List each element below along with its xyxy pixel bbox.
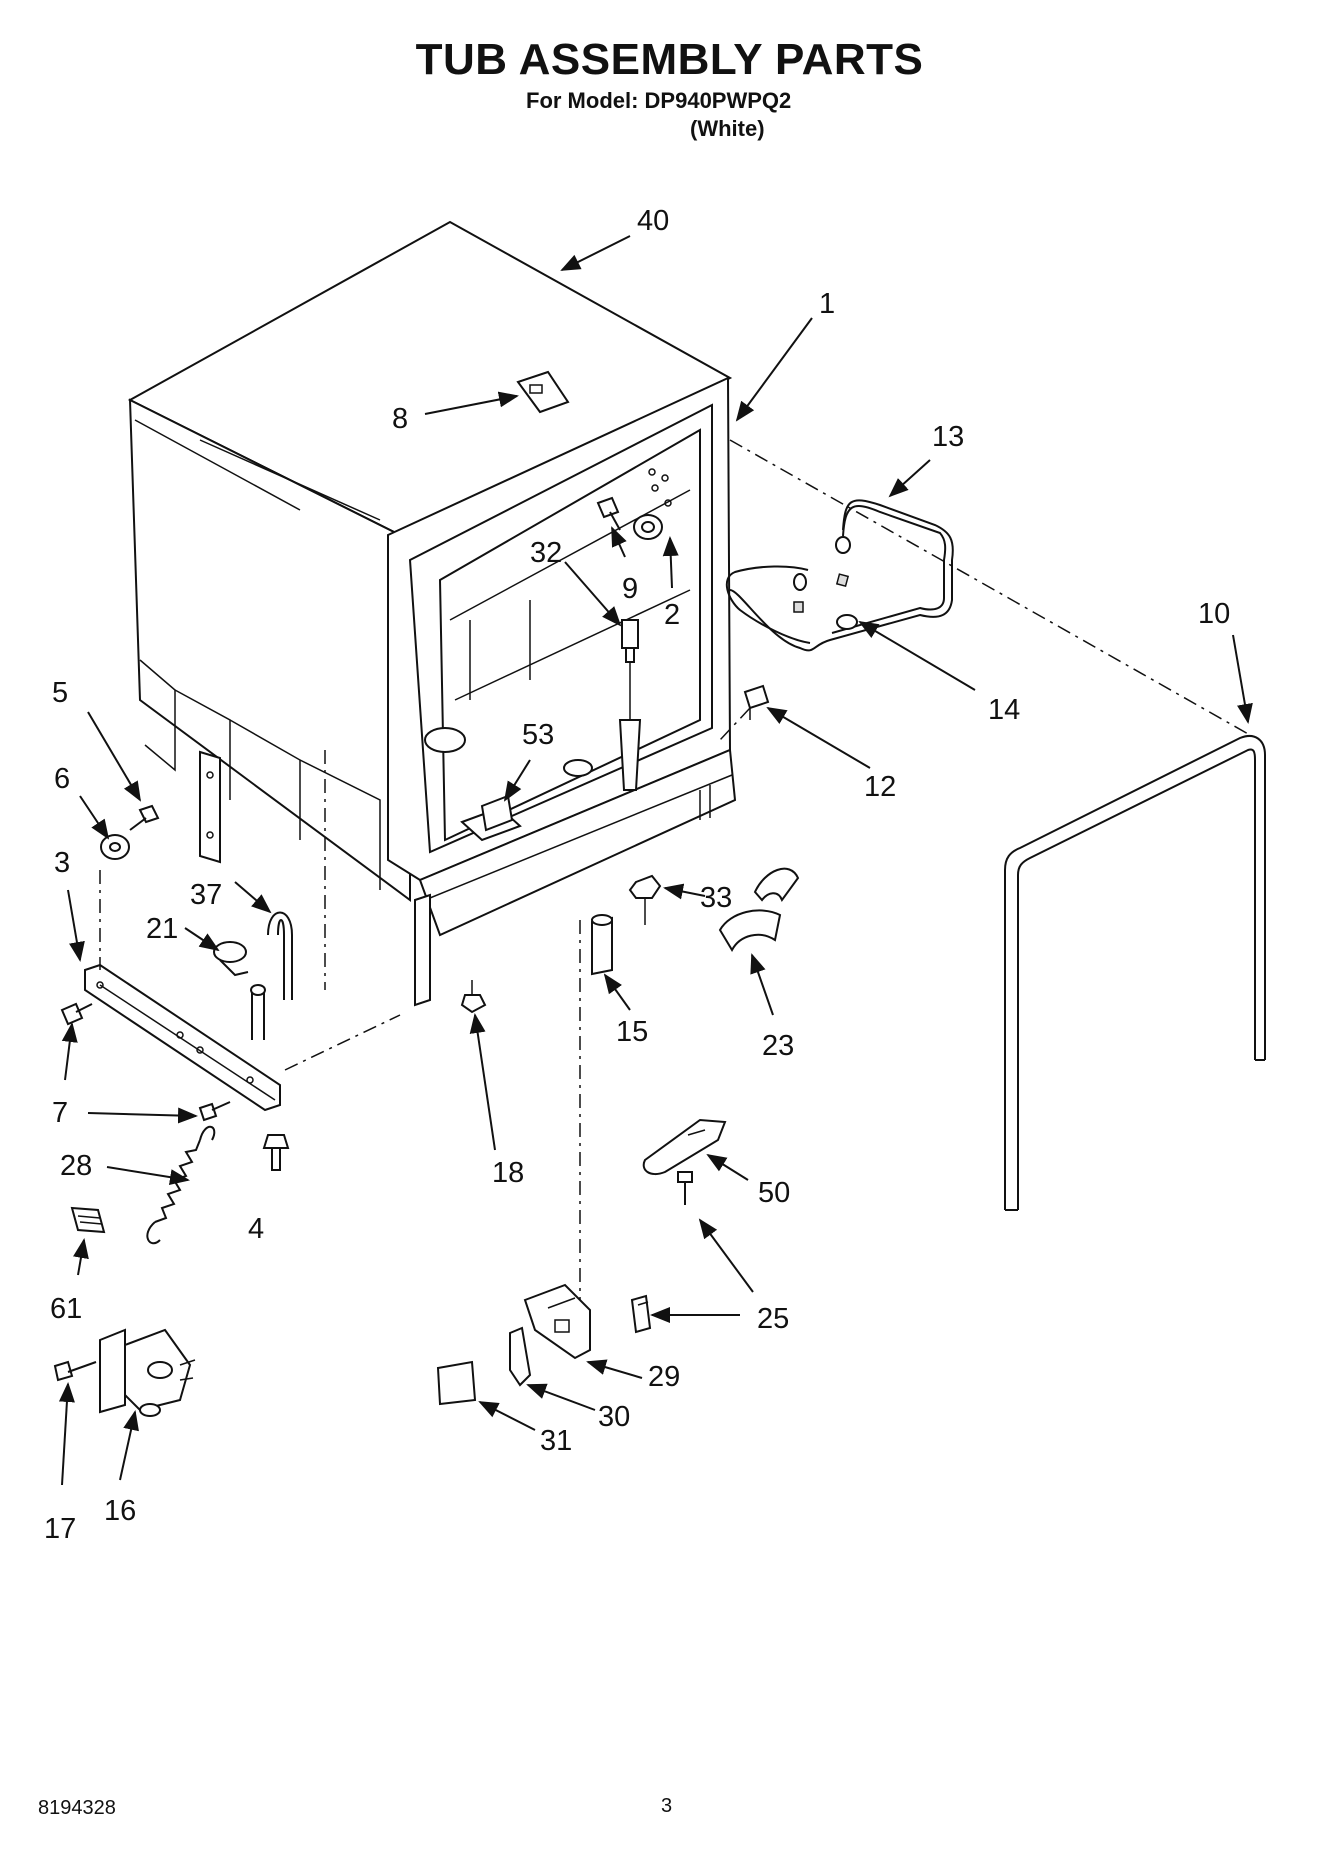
callout-30: 30 <box>598 1401 630 1433</box>
valve-part-16 <box>99 1328 196 1417</box>
page-title: TUB ASSEMBLY PARTS <box>415 35 924 84</box>
callout-32: 32 <box>530 537 562 569</box>
label-part-61 <box>70 1206 106 1234</box>
callout-14: 14 <box>988 694 1020 726</box>
fill-tube-part-13 <box>725 499 954 652</box>
clip-part-12 <box>743 684 770 720</box>
callout-1: 1 <box>819 288 835 320</box>
spacer-part-15 <box>591 914 613 976</box>
spray-tower-part-32 <box>618 619 642 791</box>
callout-8: 8 <box>392 403 408 435</box>
callout-40: 40 <box>637 205 669 237</box>
screw-part-5 <box>129 804 160 831</box>
callout-25: 25 <box>757 1303 789 1335</box>
callout-29: 29 <box>648 1361 680 1393</box>
screw-part-7-b <box>198 1101 231 1122</box>
bracket-part-23 <box>718 867 800 953</box>
vent-part-8 <box>516 370 570 414</box>
leader-arrows <box>58 235 1253 1486</box>
document-code: 8194328 <box>38 1797 116 1819</box>
callout-28: 28 <box>60 1150 92 1182</box>
screw-part-17 <box>53 1360 97 1382</box>
callout-12: 12 <box>864 771 896 803</box>
strike-part-50 <box>642 1118 727 1176</box>
tub-body <box>127 220 733 902</box>
callout-4: 4 <box>248 1213 264 1245</box>
header: TUB ASSEMBLY PARTS <box>0 38 1339 82</box>
callout-labels: 40 1 8 13 32 9 2 10 14 5 53 12 6 3 37 33… <box>44 205 1230 1545</box>
callout-21: 21 <box>146 913 178 945</box>
bracket-part-3 <box>84 963 281 1112</box>
latch-part-29 <box>523 1283 591 1360</box>
callout-61: 61 <box>50 1293 82 1325</box>
model-line: For Model: DP940PWPQ2 <box>526 88 792 113</box>
hose-part-37 <box>250 911 293 1040</box>
screw-part-25-b <box>630 1294 652 1334</box>
leg-part-4 <box>262 1134 290 1171</box>
clip-part-18 <box>460 980 487 1014</box>
gasket-part-10 <box>1004 735 1266 1211</box>
alignment-lines <box>99 439 1251 1300</box>
callout-50: 50 <box>758 1177 790 1209</box>
page-number: 3 <box>661 1795 673 1817</box>
lever-part-30 <box>509 1326 532 1387</box>
callout-53: 53 <box>522 719 554 751</box>
screw-part-25-a <box>677 1171 693 1205</box>
callout-7-a: 7 <box>52 1097 68 1129</box>
callout-9: 9 <box>622 573 638 605</box>
callout-33: 33 <box>700 882 732 914</box>
cover-part-31 <box>436 1360 477 1406</box>
callout-18: 18 <box>492 1157 524 1189</box>
callout-17: 17 <box>44 1513 76 1545</box>
washer-part-6 <box>100 834 130 860</box>
callout-5: 5 <box>52 677 68 709</box>
heater-clip-part-53 <box>460 794 522 842</box>
fitting-part-2 <box>633 468 672 540</box>
callout-31: 31 <box>540 1425 572 1457</box>
callout-6: 6 <box>54 763 70 795</box>
screw-part-7-a <box>60 1002 93 1026</box>
clamp-part-21 <box>213 941 249 977</box>
callout-23: 23 <box>762 1030 794 1062</box>
callout-15: 15 <box>616 1016 648 1048</box>
callout-3: 3 <box>54 847 70 879</box>
callout-2: 2 <box>664 599 680 631</box>
callout-16: 16 <box>104 1495 136 1527</box>
callout-37: 37 <box>190 879 222 911</box>
color-line: (White) <box>690 116 765 141</box>
callout-10: 10 <box>1198 598 1230 630</box>
spring-part-28 <box>146 1125 216 1245</box>
callout-13: 13 <box>932 421 964 453</box>
nut-part-33 <box>628 874 662 925</box>
